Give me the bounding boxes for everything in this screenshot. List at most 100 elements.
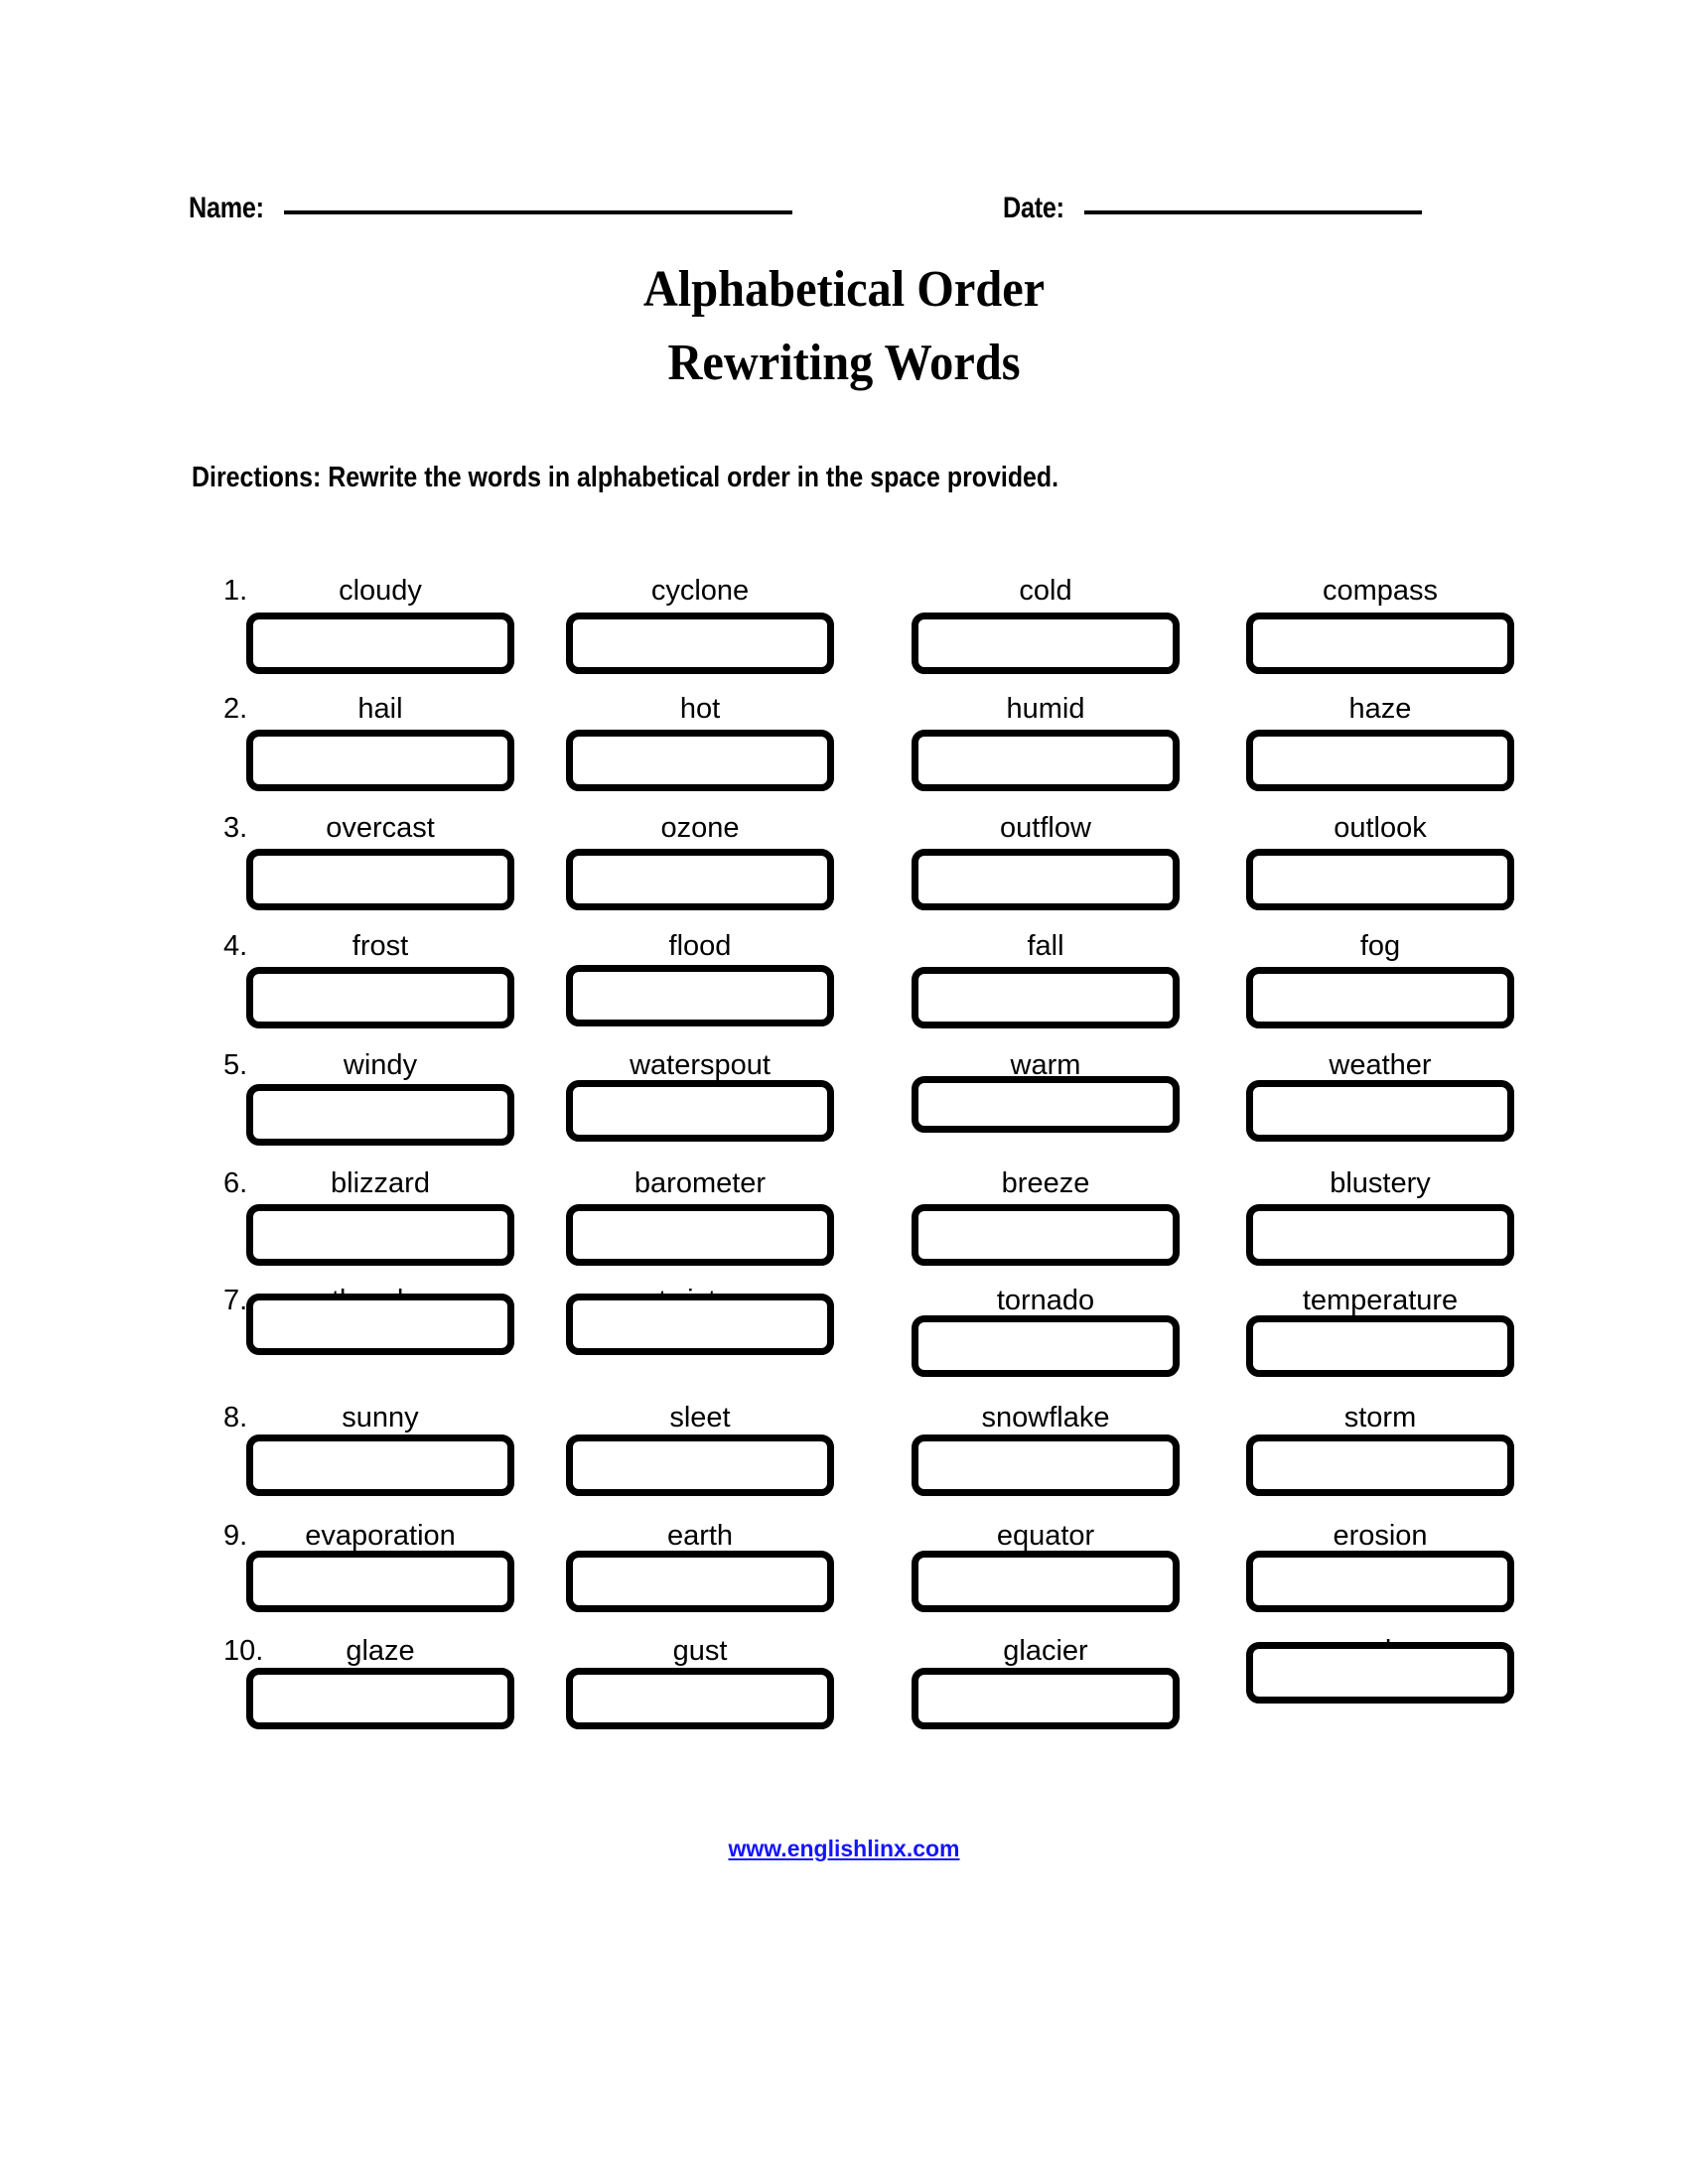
answer-box[interactable] <box>1246 1642 1514 1704</box>
answer-box[interactable] <box>1246 849 1514 910</box>
source-word: waterspout <box>630 1049 771 1081</box>
source-word: overcast <box>326 812 435 844</box>
answer-box[interactable] <box>912 849 1180 910</box>
answer-box[interactable] <box>566 1551 834 1612</box>
name-field[interactable]: Name: <box>189 192 793 225</box>
row-number: 8. <box>223 1402 248 1433</box>
answer-box[interactable] <box>1246 1080 1514 1142</box>
date-field[interactable]: Date: <box>1003 192 1422 225</box>
source-word: outflow <box>1000 812 1091 844</box>
name-date-row: Name: Date: <box>189 192 1499 237</box>
source-word: weather <box>1329 1049 1432 1081</box>
date-write-line[interactable] <box>1083 210 1422 214</box>
source-word: hail <box>357 693 403 725</box>
source-word: windy <box>343 1049 418 1081</box>
answer-box[interactable] <box>912 1551 1180 1612</box>
answer-box[interactable] <box>1246 613 1514 674</box>
name-write-line[interactable] <box>284 210 793 214</box>
answer-box[interactable] <box>566 613 834 674</box>
answer-box[interactable] <box>912 1434 1180 1496</box>
source-word: equator <box>996 1520 1095 1552</box>
row-number: 5. <box>223 1049 248 1081</box>
source-word: humid <box>1006 693 1085 725</box>
answer-box[interactable] <box>246 1084 514 1146</box>
source-word: sunny <box>342 1402 419 1433</box>
source-word: earth <box>666 1520 734 1552</box>
source-word: tornado <box>996 1285 1095 1316</box>
answer-box[interactable] <box>566 965 834 1026</box>
source-word: haze <box>1348 693 1412 725</box>
row-number: 1. <box>223 575 248 607</box>
source-word: evaporation <box>305 1520 456 1552</box>
answer-box[interactable] <box>246 1434 514 1496</box>
source-word: erosion <box>1333 1520 1428 1552</box>
answer-box[interactable] <box>912 1076 1180 1133</box>
source-word: fog <box>1359 930 1401 962</box>
answer-box[interactable] <box>246 730 514 791</box>
source-word: sleet <box>669 1402 731 1433</box>
row-number: 4. <box>223 930 248 962</box>
source-word: glacier <box>1003 1635 1088 1667</box>
answer-box[interactable] <box>246 613 514 674</box>
source-word: blizzard <box>331 1167 430 1199</box>
answer-box[interactable] <box>566 1080 834 1142</box>
answer-box[interactable] <box>912 730 1180 791</box>
answer-box[interactable] <box>912 1668 1180 1729</box>
answer-box[interactable] <box>246 1204 514 1266</box>
source-word: cloudy <box>339 575 422 607</box>
source-word: frost <box>352 930 409 962</box>
answer-box[interactable] <box>912 613 1180 674</box>
answer-box[interactable] <box>566 1294 834 1355</box>
source-word: cold <box>1019 575 1072 607</box>
title-line-1: Alphabetical Order <box>642 261 1046 318</box>
answer-box[interactable] <box>246 1294 514 1355</box>
row-number: 3. <box>223 812 248 844</box>
source-word: temperature <box>1302 1285 1459 1316</box>
source-word: snowflake <box>981 1402 1110 1433</box>
source-word: ozone <box>660 812 740 844</box>
answer-box[interactable] <box>566 1204 834 1266</box>
source-word: warm <box>1010 1049 1081 1081</box>
source-word: storm <box>1343 1402 1417 1433</box>
answer-box[interactable] <box>912 967 1180 1028</box>
answer-box[interactable] <box>246 1668 514 1729</box>
source-word: gust <box>672 1635 728 1667</box>
answer-box[interactable] <box>566 849 834 910</box>
englishlinx-link[interactable]: www.englishlinx.com <box>728 1836 960 1861</box>
answer-box[interactable] <box>1246 1551 1514 1612</box>
answer-box[interactable] <box>912 1315 1180 1377</box>
source-word: compass <box>1322 575 1439 607</box>
answer-box[interactable] <box>1246 1204 1514 1266</box>
footer: www.englishlinx.com <box>0 1836 1688 1862</box>
answer-box[interactable] <box>566 730 834 791</box>
source-word: outlook <box>1334 812 1427 844</box>
source-word: hot <box>679 693 721 725</box>
answer-box[interactable] <box>246 849 514 910</box>
name-label: Name: <box>189 192 264 224</box>
directions-text: Directions: Rewrite the words in alphabe… <box>192 462 1059 493</box>
date-label: Date: <box>1003 192 1064 224</box>
source-word: cyclone <box>650 575 750 607</box>
source-word: glaze <box>346 1635 415 1667</box>
answer-box[interactable] <box>1246 1315 1514 1377</box>
answer-box[interactable] <box>246 967 514 1028</box>
row-number: 7. <box>223 1285 248 1316</box>
answer-box[interactable] <box>566 1434 834 1496</box>
source-word: fall <box>1027 930 1064 962</box>
source-word: breeze <box>1001 1167 1090 1199</box>
source-word: barometer <box>633 1167 767 1199</box>
answer-box[interactable] <box>1246 730 1514 791</box>
answer-box[interactable] <box>912 1204 1180 1266</box>
answer-box[interactable] <box>566 1668 834 1729</box>
source-word: flood <box>668 930 732 962</box>
title-line-2: Rewriting Words <box>667 335 1021 391</box>
answer-box[interactable] <box>1246 1434 1514 1496</box>
row-number: 2. <box>223 693 248 725</box>
page-title: Alphabetical Order Rewriting Words <box>0 253 1688 400</box>
answer-box[interactable] <box>1246 967 1514 1028</box>
row-number: 10. <box>223 1635 264 1667</box>
source-word: blustery <box>1330 1167 1431 1199</box>
answer-box[interactable] <box>246 1551 514 1612</box>
